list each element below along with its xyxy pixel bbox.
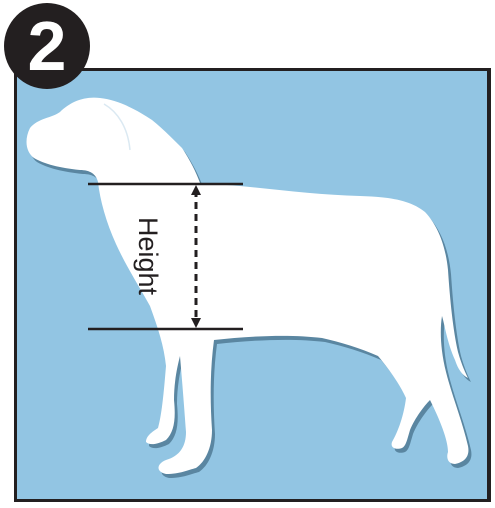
height-label: Height	[133, 217, 163, 296]
step-number-badge: 2	[4, 3, 90, 89]
diagram-canvas: Height	[14, 68, 491, 502]
measurement-panel: Height	[14, 68, 491, 502]
step-number: 2	[28, 7, 67, 85]
